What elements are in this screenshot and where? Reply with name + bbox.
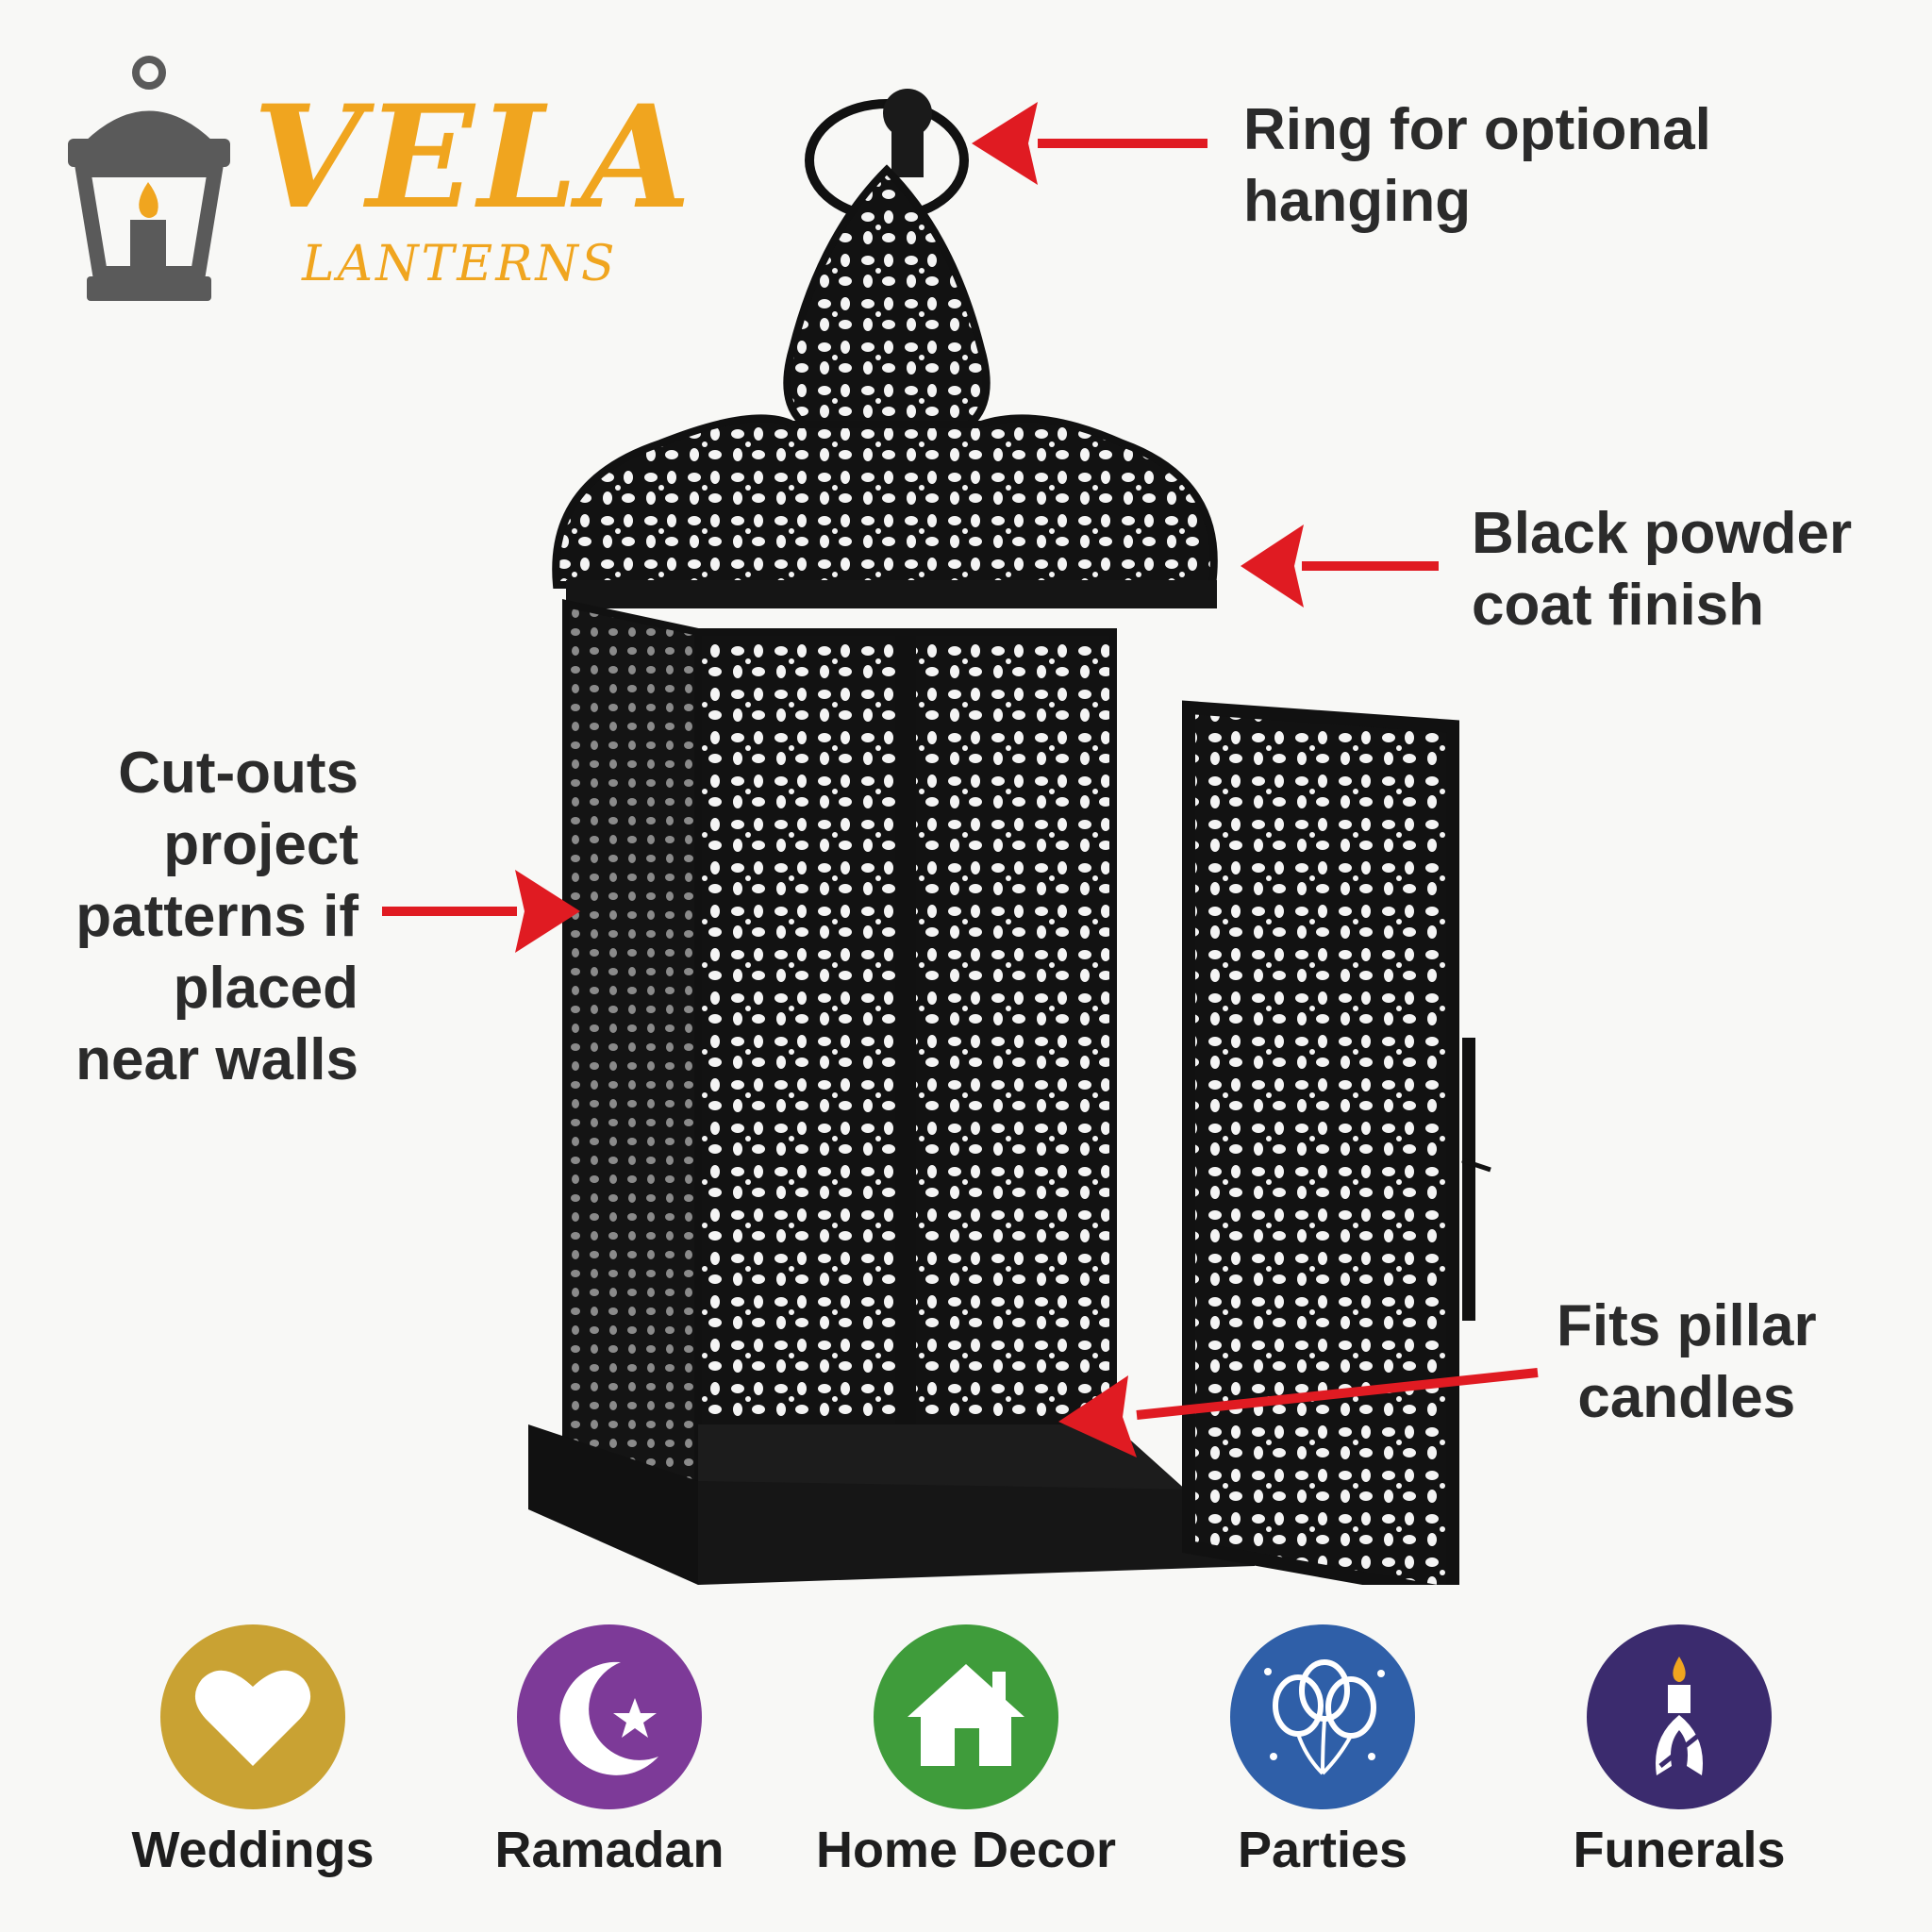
use-ramadan-badge (517, 1624, 702, 1809)
heart-icon (194, 1670, 311, 1766)
lantern-product-image (528, 89, 1491, 1585)
house-icon (908, 1664, 1024, 1766)
arrow-ring (972, 102, 1208, 185)
use-funerals-badge (1587, 1624, 1772, 1809)
callout-finish: Black powder coat finish (1472, 501, 1853, 638)
callout-cutouts: Cut-outs project patterns if placed near… (75, 741, 358, 1092)
candle-ribbon-icon (1656, 1657, 1703, 1775)
use-label-parties: Parties (1237, 1822, 1408, 1878)
use-label-funerals: Funerals (1573, 1822, 1786, 1878)
arrow-candles (1058, 1368, 1539, 1457)
callout-ring: Ring for optional hanging (1243, 97, 1711, 234)
use-weddings-badge (160, 1624, 345, 1809)
callout-candles: Fits pillar candles (1557, 1293, 1817, 1430)
balloons-icon (1264, 1659, 1385, 1775)
use-label-ramadan: Ramadan (494, 1822, 724, 1878)
use-parties-badge (1230, 1624, 1415, 1809)
crescent-star-icon (559, 1661, 658, 1775)
brand-name: VELA (253, 75, 695, 241)
brand-subtitle: LANTERNS (302, 236, 618, 292)
lantern-logo-icon (68, 56, 230, 301)
use-home-decor-badge (874, 1624, 1058, 1809)
use-label-weddings: Weddings (131, 1822, 375, 1878)
arrow-finish (1241, 525, 1439, 608)
arrow-cutouts (382, 870, 580, 953)
use-label-home-decor: Home Decor (815, 1822, 1117, 1878)
